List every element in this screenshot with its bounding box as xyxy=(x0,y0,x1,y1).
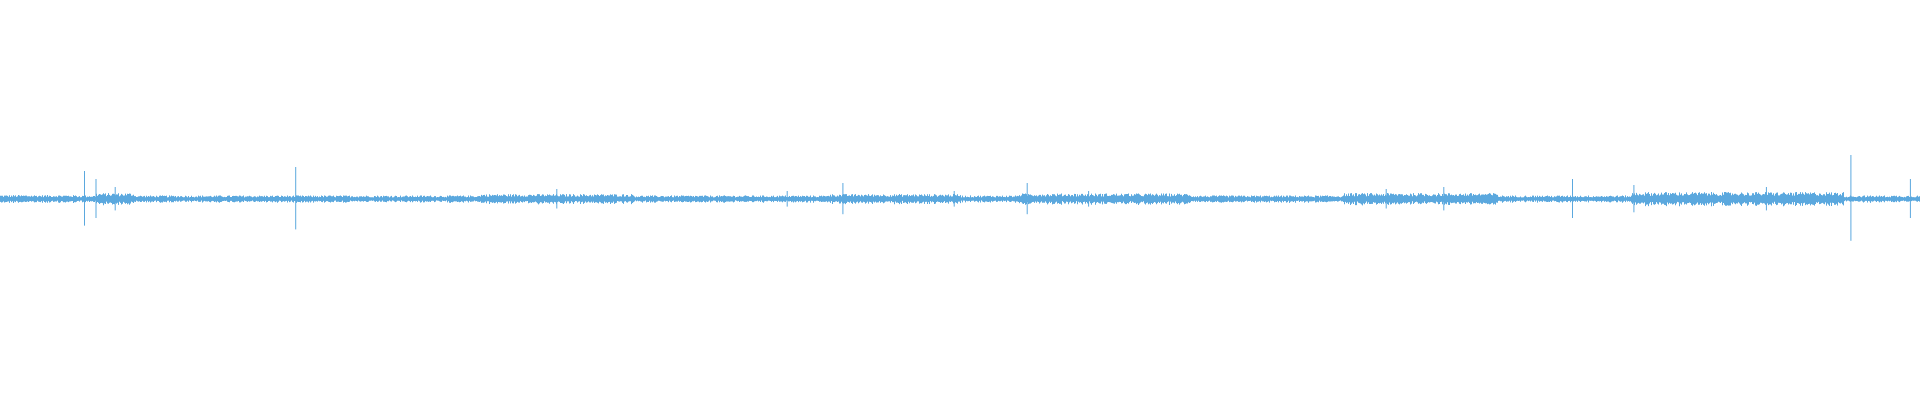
waveform-series xyxy=(0,155,1920,241)
